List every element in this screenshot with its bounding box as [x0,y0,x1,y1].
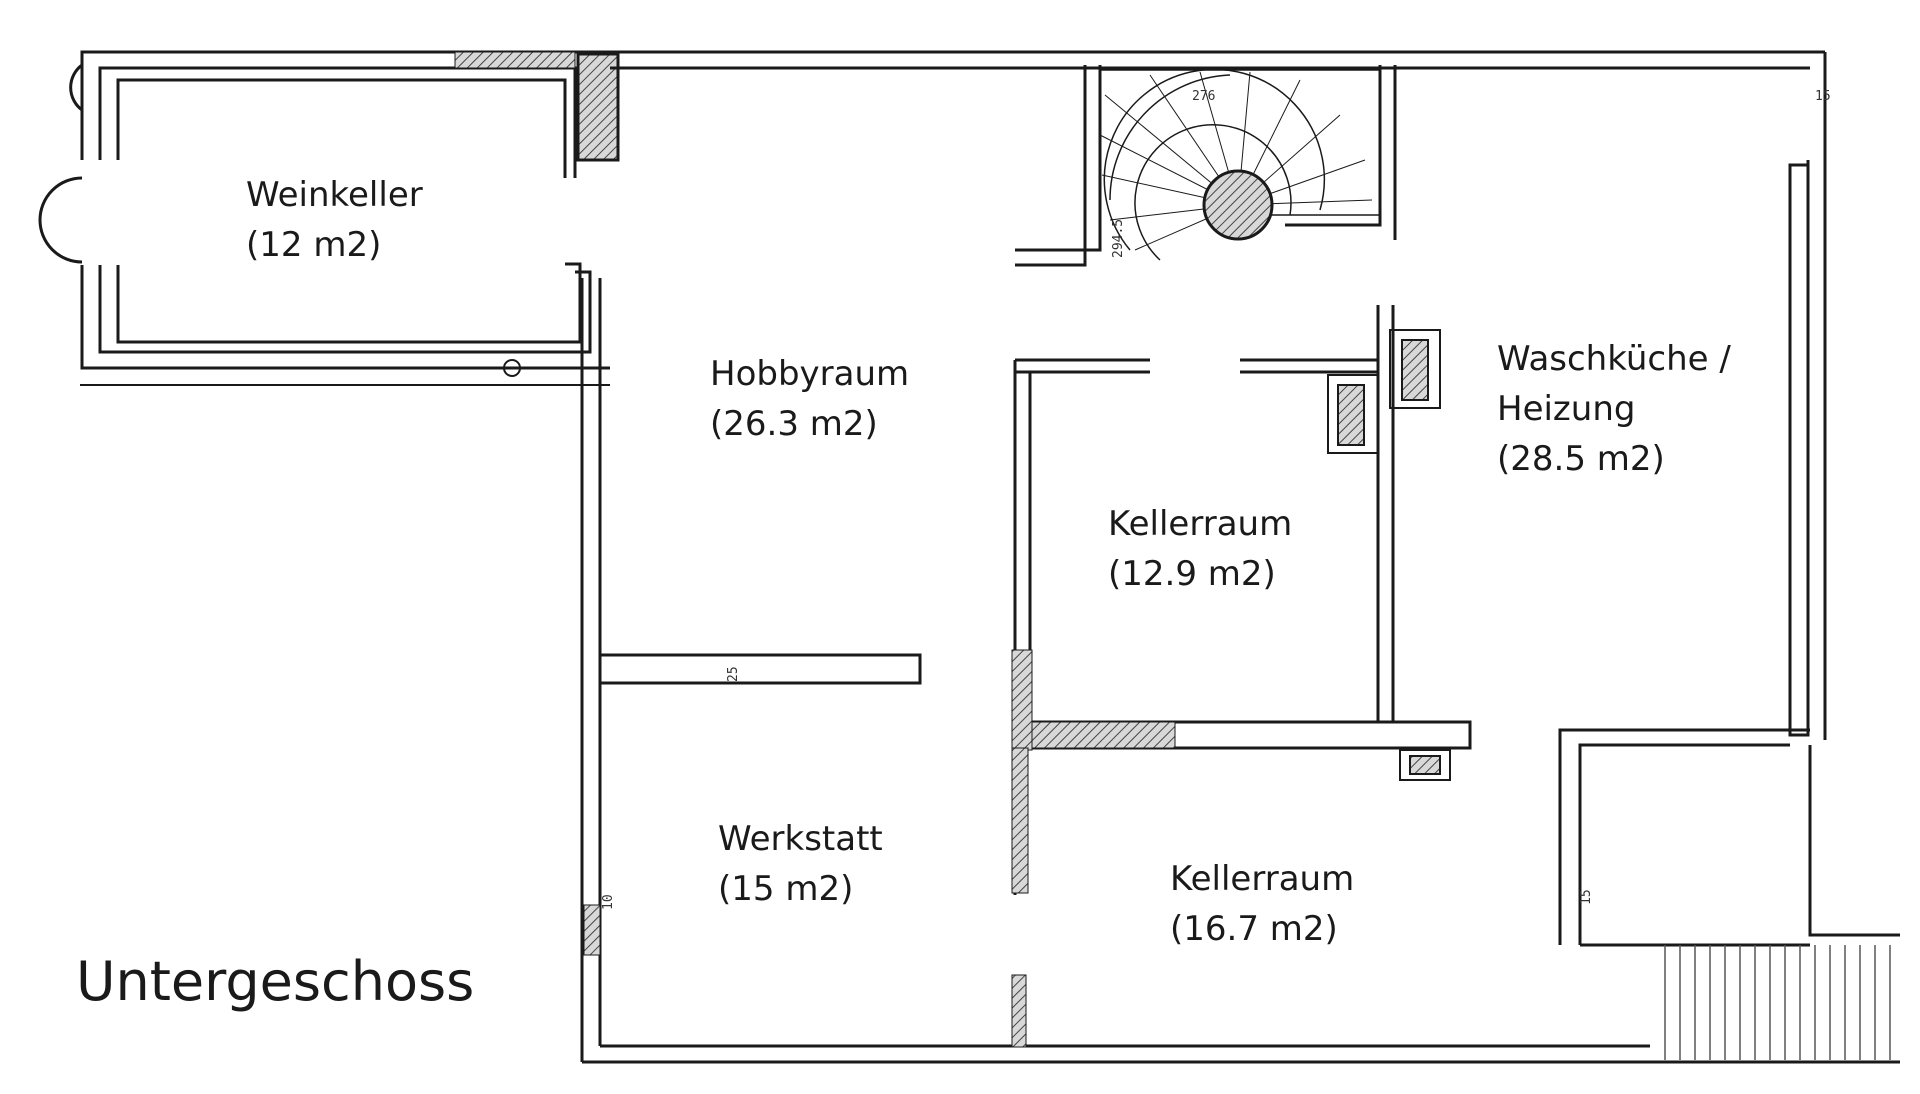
floor-drain [1399,749,1451,781]
dim-wall-15-top: 15 [1815,89,1831,104]
room-kellerraum-1-area: (12.9 m2) [1108,554,1276,594]
boiler-unit-2 [1327,374,1379,454]
room-waschkueche-area: (28.5 m2) [1497,439,1665,479]
wall-hatched-lower [1011,747,1029,894]
stair-column [1202,169,1274,241]
dim-stair-width: 276 [1192,89,1215,104]
room-kellerraum-2-name: Kellerraum [1170,859,1354,899]
room-waschkueche-name-2: Heizung [1497,389,1635,429]
floor-title: Untergeschoss [76,950,474,1013]
room-werkstatt-name: Werkstatt [718,819,883,859]
window-bay-upper [69,63,83,112]
boiler-unit-1 [1389,329,1441,409]
dimension-labels: 276 294.5 25 15 15 10 [601,89,1831,910]
walls [38,50,1900,1064]
room-labels: Weinkeller (12 m2) Hobbyraum (26.3 m2) K… [246,175,1731,949]
dim-wall-15-right: 15 [1579,889,1594,905]
room-hobbyraum-name: Hobbyraum [710,354,909,394]
drain-circle [503,359,521,377]
appliances [503,329,1451,781]
partition-werkstatt [598,653,922,685]
wall-hatched-divider [1014,721,1176,749]
wall-stub-south [1011,974,1027,1048]
weinkeller-west-lower [80,265,610,370]
room-waschkueche-name-1: Waschküche / [1497,339,1731,379]
weinkeller-wall-inner-2 [116,78,567,178]
weinkeller-wall-inner [98,66,577,178]
weinkeller-west-lower-inner-2 [116,262,582,344]
room-weinkeller-name: Weinkeller [246,175,423,215]
wall-hatched-column [1011,649,1033,751]
weinkeller-west-lower-inner [98,265,592,354]
wall-hatched-top [454,51,576,69]
outside-steps [1664,945,1891,1060]
window-bay-lower [38,176,83,264]
room-weinkeller-area: (12 m2) [246,225,381,265]
room-kellerraum-2-area: (16.7 m2) [1170,909,1338,949]
dim-stair-depth: 294.5 [1111,219,1126,258]
dim-wall-25: 25 [726,666,741,682]
pillar-hatched [576,52,620,162]
room-hobbyraum-area: (26.3 m2) [710,404,878,444]
dim-wall-10: 10 [601,894,616,910]
wall-hatched-west [583,904,601,956]
room-kellerraum-1-name: Kellerraum [1108,504,1292,544]
spiral-staircase [1099,68,1381,261]
room-werkstatt-area: (15 m2) [718,869,853,909]
